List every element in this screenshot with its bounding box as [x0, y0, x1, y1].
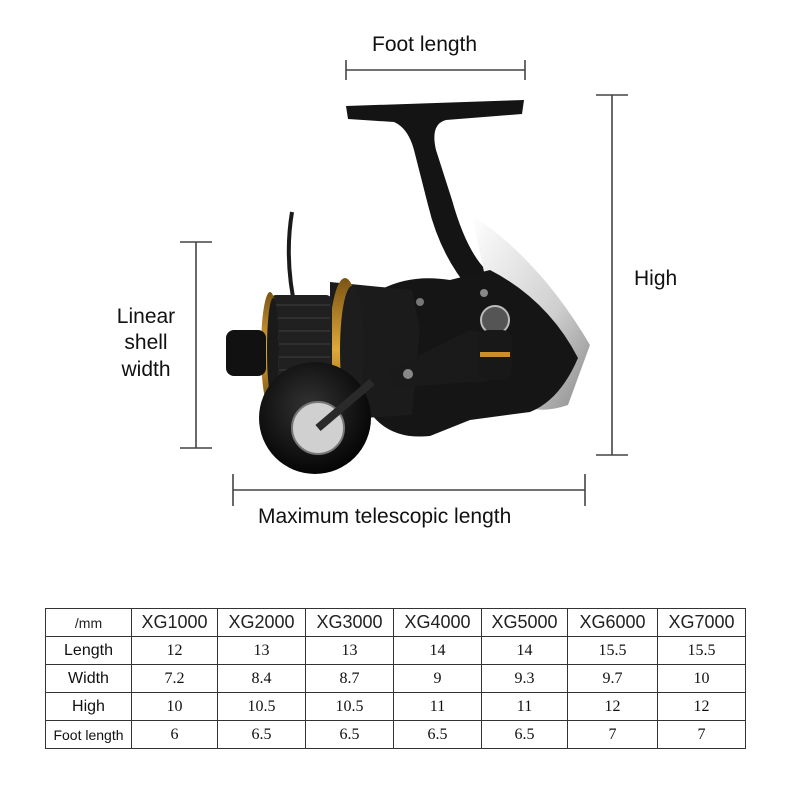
spec-table: /mm XG1000 XG2000 XG3000 XG4000 XG5000 X…: [45, 608, 746, 749]
model-header: XG3000: [305, 608, 394, 637]
table-cell: 7.2: [131, 664, 218, 693]
table-cell: 7: [567, 720, 658, 749]
linear-shell-width-label: Linear shell width: [116, 305, 176, 381]
table-cell: 8.4: [217, 664, 306, 693]
row-label: Foot length: [45, 720, 132, 749]
table-cell: 6.5: [393, 720, 482, 749]
table-cell: 6.5: [305, 720, 394, 749]
table-cell: 10: [657, 664, 746, 693]
table-cell: 6: [131, 720, 218, 749]
unit-cell: /mm: [45, 608, 132, 637]
dimension-lines: [180, 60, 628, 506]
table-cell: 14: [393, 636, 482, 665]
table-row: High 10 10.5 10.5 11 11 12 12: [45, 692, 746, 721]
table-cell: 9.3: [481, 664, 568, 693]
table-cell: 15.5: [657, 636, 746, 665]
table-row: Length 12 13 13 14 14 15.5 15.5: [45, 636, 746, 665]
table-cell: 11: [481, 692, 568, 721]
reel-foot: [346, 100, 524, 290]
table-header-row: /mm XG1000 XG2000 XG3000 XG4000 XG5000 X…: [45, 608, 746, 637]
handle-bolt: [480, 305, 510, 335]
handle-gold-band: [480, 352, 510, 357]
row-label: High: [45, 692, 132, 721]
drag-knob: [226, 330, 266, 376]
model-header: XG2000: [217, 608, 306, 637]
handle-shaft: [315, 378, 375, 432]
high-label: High: [634, 267, 678, 290]
handle-arm: [390, 330, 505, 388]
table-cell: 14: [481, 636, 568, 665]
table-cell: 10: [131, 692, 218, 721]
model-header: XG7000: [657, 608, 746, 637]
model-header: XG6000: [567, 608, 658, 637]
table-cell: 12: [131, 636, 218, 665]
table-cell: 13: [217, 636, 306, 665]
table-row: Foot length 6 6.5 6.5 6.5 6.5 7 7: [45, 720, 746, 749]
table-cell: 12: [657, 692, 746, 721]
table-cell: 12: [567, 692, 658, 721]
table-cell: 11: [393, 692, 482, 721]
table-cell: 9.7: [567, 664, 658, 693]
table-cell: 10.5: [217, 692, 306, 721]
reel-diagram: Foot length High Linear shell width Maxi…: [116, 33, 678, 528]
table-cell: 9: [393, 664, 482, 693]
row-label: Width: [45, 664, 132, 693]
table-row: Width 7.2 8.4 8.7 9 9.3 9.7 10: [45, 664, 746, 693]
table-cell: 6.5: [217, 720, 306, 749]
table-cell: 7: [657, 720, 746, 749]
reel-illustration: [180, 60, 628, 506]
table-cell: 6.5: [481, 720, 568, 749]
model-header: XG4000: [393, 608, 482, 637]
foot-length-label: Foot length: [372, 33, 478, 56]
model-header: XG1000: [131, 608, 218, 637]
table-cell: 15.5: [567, 636, 658, 665]
max-telescopic-length-label: Maximum telescopic length: [258, 505, 512, 528]
table-cell: 13: [305, 636, 394, 665]
model-header: XG5000: [481, 608, 568, 637]
row-label: Length: [45, 636, 132, 665]
table-cell: 8.7: [305, 664, 394, 693]
table-cell: 10.5: [305, 692, 394, 721]
